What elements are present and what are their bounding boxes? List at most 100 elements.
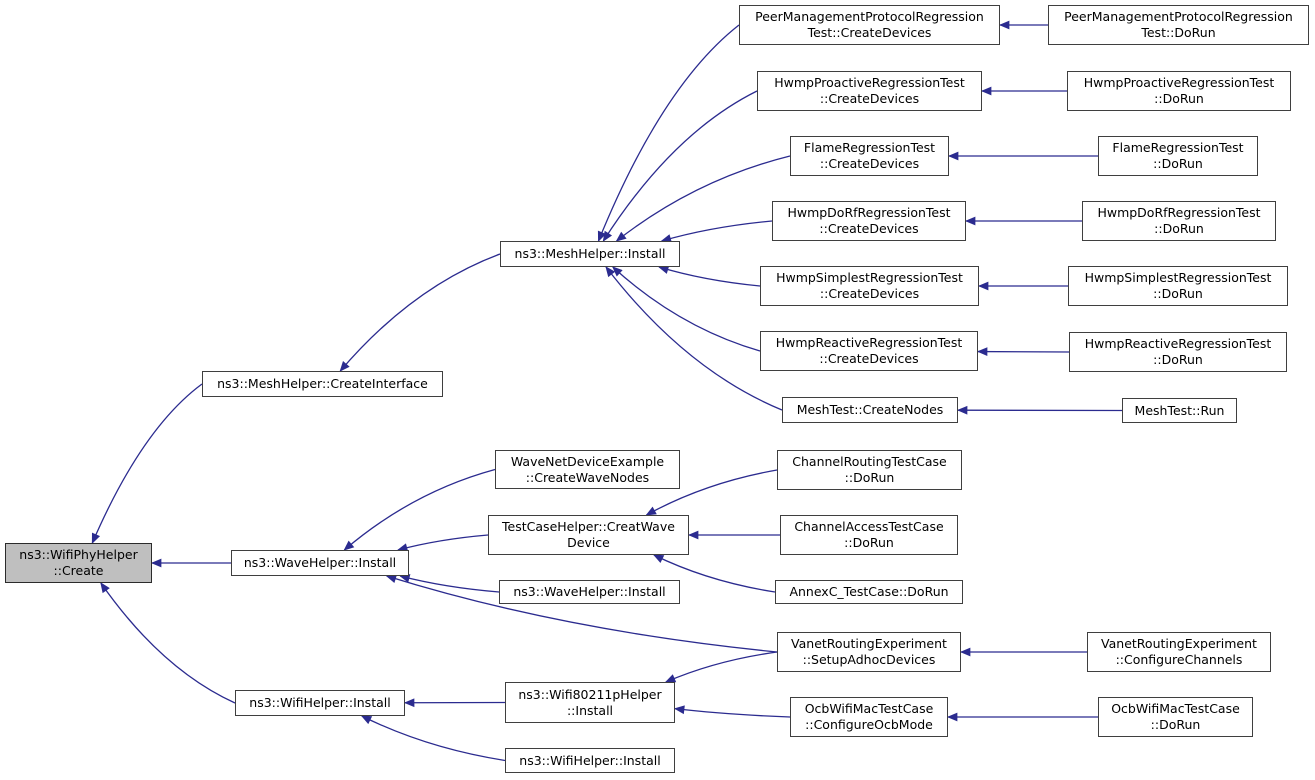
node-wavenetdeviceexample-createwavenodes[interactable]: WaveNetDeviceExample::CreateWaveNodes (495, 450, 680, 489)
node-ocb-configureocbmode[interactable]: OcbWifiMacTestCase::ConfigureOcbMode (790, 697, 948, 737)
node-wavehelper-install-b[interactable]: ns3::WaveHelper::Install (499, 580, 680, 604)
node-label: ns3::WaveHelper::Install (513, 584, 666, 599)
node-label: HwmpProactiveRegressionTest (774, 75, 965, 90)
node-hwmpproactive-dorun[interactable]: HwmpProactiveRegressionTest::DoRun (1067, 71, 1291, 111)
node-hwmpdorf-createdevices[interactable]: HwmpDoRfRegressionTest::CreateDevices (772, 201, 966, 241)
node-meshhelper-install[interactable]: ns3::MeshHelper::Install (500, 241, 680, 267)
node-label: VanetRoutingExperiment (1101, 636, 1257, 651)
node-label: ChannelAccessTestCase (794, 519, 944, 534)
node-label: ::CreateDevices (819, 351, 919, 366)
edge-testcasehelper-creatwavedevice-to-wavehelper-install-a (396, 534, 489, 552)
edge-hwmpdorf-createdevices-to-meshhelper-install (660, 220, 773, 243)
node-label: ::CreateDevices (819, 286, 920, 301)
node-label: ns3::Wifi80211pHelper (518, 686, 662, 702)
node-wavehelper-install-a[interactable]: ns3::WaveHelper::Install (231, 550, 409, 576)
node-label: ::ConfigureChannels (1115, 652, 1243, 667)
node-label: ::DoRun (1153, 286, 1203, 301)
node-label: OcbWifiMacTestCase (1111, 701, 1240, 716)
node-label: ns3::WifiHelper::Install (519, 752, 661, 768)
node-label: ChannelRoutingTestCase (792, 454, 947, 469)
node-hwmpproactive-createdevices[interactable]: HwmpProactiveRegressionTest::CreateDevic… (757, 71, 982, 111)
node-label: HwmpSimplestRegressionTest (776, 270, 963, 285)
node-label: HwmpReactiveRegressionTest (1084, 336, 1272, 351)
node-flame-dorun[interactable]: FlameRegressionTest::DoRun (1098, 136, 1258, 176)
node-annexc-dorun[interactable]: AnnexC_TestCase::DoRun (775, 580, 963, 604)
node-wifihelper-install-b[interactable]: ns3::WifiHelper::Install (505, 748, 675, 773)
node-label: ns3::MeshHelper::Install (514, 246, 666, 261)
node-meshtest-createnodes[interactable]: MeshTest::CreateNodes (782, 397, 958, 423)
node-label: FlameRegressionTest (1112, 140, 1244, 155)
edge-wifihelper-install-a-to-wifiphyhelper-create (100, 582, 236, 704)
edge-vanet-setupadhocdevices-to-wavehelper-install-a (385, 574, 778, 653)
edge-hwmpproactive-createdevices-to-meshhelper-install (602, 90, 758, 242)
node-label: HwmpDoRfRegressionTest (1097, 205, 1261, 220)
node-label: ::DoRun (844, 470, 895, 485)
node-meshhelper-createinterface[interactable]: ns3::MeshHelper::CreateInterface (202, 371, 443, 397)
node-label: ::DoRun (1153, 352, 1203, 367)
node-label: VanetRoutingExperiment (791, 636, 947, 651)
node-label: Device (567, 535, 610, 550)
edge-wifihelper-install-b-to-wifihelper-install-a (360, 715, 506, 762)
edge-wavenetdeviceexample-createwavenodes-to-wavehelper-install-a (343, 468, 496, 551)
edge-peermgmt-createdevices-to-meshhelper-install (597, 24, 740, 242)
node-label: ::Create (53, 563, 104, 578)
node-label: AnnexC_TestCase::DoRun (789, 584, 949, 599)
node-hwmpsimplest-createdevices[interactable]: HwmpSimplestRegressionTest::CreateDevice… (760, 266, 979, 306)
node-label: PeerManagementProtocolRegression (1064, 9, 1293, 24)
node-hwmpsimplest-dorun[interactable]: HwmpSimplestRegressionTest::DoRun (1068, 266, 1288, 306)
node-flame-createdevices[interactable]: FlameRegressionTest::CreateDevices (790, 136, 949, 176)
node-vanet-configurechannels[interactable]: VanetRoutingExperiment::ConfigureChannel… (1087, 632, 1271, 672)
node-label: ::CreateDevices (819, 91, 920, 106)
node-label: ::CreateDevices (819, 221, 919, 236)
node-label: ns3::WifiPhyHelper (19, 547, 138, 562)
edge-channelrouting-dorun-to-testcasehelper-creatwavedevice (645, 469, 778, 516)
node-hwmpreactive-dorun[interactable]: HwmpReactiveRegressionTest::DoRun (1069, 332, 1287, 372)
node-label: ::SetupAdhocDevices (802, 652, 936, 667)
edge-hwmpsimplest-createdevices-to-meshhelper-install (658, 265, 761, 287)
node-label: ns3::WifiHelper::Install (249, 695, 391, 710)
node-label: WaveNetDeviceExample (510, 453, 665, 469)
node-label: HwmpDoRfRegressionTest (787, 205, 951, 220)
node-label: ::ConfigureOcbMode (805, 717, 933, 732)
edge-meshtest-createnodes-to-meshhelper-install (605, 266, 783, 411)
node-wifihelper-install-a[interactable]: ns3::WifiHelper::Install (235, 690, 405, 716)
node-label: HwmpProactiveRegressionTest (1083, 75, 1275, 90)
edge-ocb-configureocbmode-to-wifi80211phelper-install (673, 705, 791, 718)
node-label: ::CreateDevices (819, 156, 920, 171)
edge-vanet-setupadhocdevices-to-wifi80211phelper-install (664, 651, 778, 683)
node-label: MeshTest::CreateNodes (796, 402, 944, 417)
node-label: ::DoRun (844, 535, 894, 550)
node-label: ::DoRun (1153, 156, 1203, 171)
node-label: ns3::WaveHelper::Install (243, 555, 397, 570)
node-label: ::DoRun (1154, 221, 1204, 236)
node-channelrouting-dorun[interactable]: ChannelRoutingTestCase::DoRun (777, 450, 962, 490)
edge-flame-createdevices-to-meshhelper-install (615, 155, 791, 242)
node-label: ::CreateWaveNodes (525, 469, 650, 485)
node-label: HwmpSimplestRegressionTest (1084, 270, 1272, 285)
node-channelaccess-dorun[interactable]: ChannelAccessTestCase::DoRun (780, 515, 958, 555)
node-vanet-setupadhocdevices[interactable]: VanetRoutingExperiment::SetupAdhocDevice… (777, 632, 961, 672)
node-ocb-dorun[interactable]: OcbWifiMacTestCase::DoRun (1098, 697, 1253, 737)
node-label: Test::DoRun (1141, 25, 1216, 40)
node-label: ns3::MeshHelper::CreateInterface (217, 376, 428, 391)
node-hwmpreactive-createdevices[interactable]: HwmpReactiveRegressionTest::CreateDevice… (760, 331, 978, 371)
node-meshtest-run[interactable]: MeshTest::Run (1122, 398, 1237, 423)
node-label: ::DoRun (1154, 91, 1204, 106)
edge-annexc-dorun-to-testcasehelper-creatwavedevice (653, 554, 776, 593)
node-hwmpdorf-dorun[interactable]: HwmpDoRfRegressionTest::DoRun (1082, 201, 1276, 241)
node-wifiphyhelper-create: ns3::WifiPhyHelper::Create (5, 543, 152, 583)
node-wifi80211phelper-install[interactable]: ns3::Wifi80211pHelper::Install (505, 682, 675, 723)
node-label: PeerManagementProtocolRegression (755, 9, 984, 24)
edge-wavehelper-install-b-to-wavehelper-install-a (399, 574, 500, 593)
edge-meshhelper-install-to-meshhelper-createinterface (339, 253, 501, 372)
node-label: ::Install (566, 702, 614, 718)
node-label: FlameRegressionTest (803, 140, 936, 155)
node-label: TestCaseHelper::CreatWave (502, 519, 675, 534)
node-label: Test::CreateDevices (807, 25, 932, 40)
edge-hwmpreactive-createdevices-to-meshhelper-install (612, 266, 761, 352)
node-label: MeshTest::Run (1134, 402, 1225, 418)
